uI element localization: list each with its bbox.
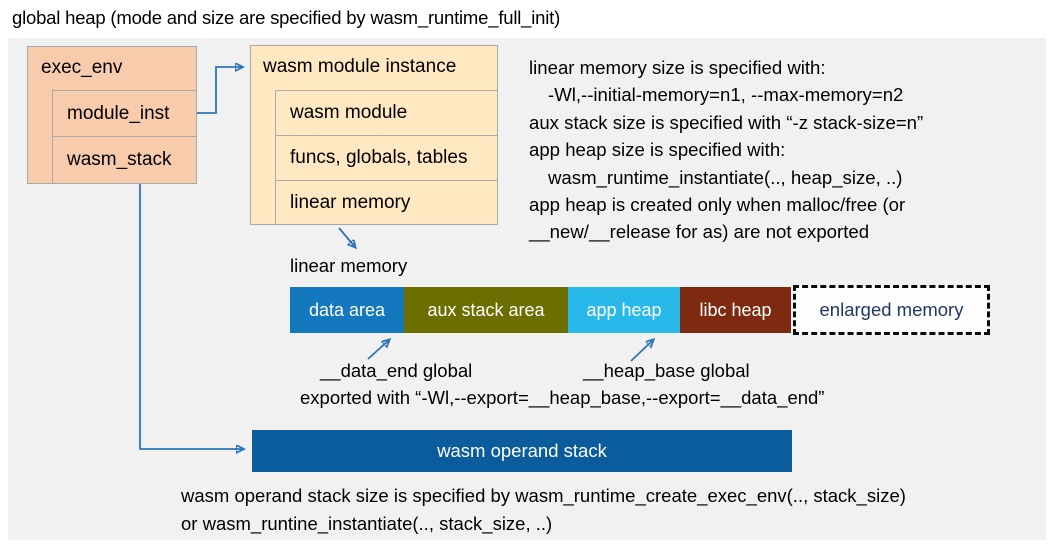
diagram-title: global heap (mode and size are specified… [12,7,561,28]
exec-env-row-module-inst: module_inst [52,90,197,137]
note-line: wasm_runtime_instantiate(.., heap_size, … [548,166,903,188]
note-line: -Wl,--initial-memory=n1, --max-memory=n2 [548,84,904,106]
footer-line: wasm operand stack size is specified by … [181,485,906,506]
segment-data-area: data area [290,287,404,333]
segment-libc-heap: libc heap [680,287,791,333]
segment-app-heap: app heap [568,287,680,333]
exec-env-header: exec_env [41,57,123,78]
funcs-globals-tables-label: funcs, globals, tables [290,147,468,168]
instance-row-funcs-globals-tables: funcs, globals, tables [275,135,498,181]
note-line: linear memory size is specified with: [529,57,826,78]
linear-memory-row-label: linear memory [290,191,411,213]
note-line: aux stack size is specified with “-z sta… [529,111,924,133]
segment-libc-heap-label: libc heap [699,299,772,320]
wasm-stack-label: wasm_stack [67,149,172,170]
module-instance-header: wasm module instance [263,56,457,77]
wasm-module-label: wasm module [290,102,408,123]
wasm-operand-stack-label: wasm operand stack [437,440,607,461]
notes-block: linear memory size is specified with: -W… [529,54,923,246]
linear-memory-label: linear memory [290,255,408,276]
note-line: app heap is created only when malloc/fre… [529,194,906,216]
module-inst-label: module_inst [67,102,170,124]
footer-block: wasm operand stack size is specified by … [181,482,906,538]
segment-enlarged-memory-label: enlarged memory [819,299,964,320]
instance-row-wasm-module: wasm module [275,90,498,136]
instance-row-linear-memory: linear memory [275,180,498,225]
note-line: __new/__release for as) are not exported [529,221,870,243]
exec-env-row-wasm-stack: wasm_stack [52,136,197,184]
segment-data-area-label: data area [308,299,386,320]
segment-aux-stack-area: aux stack area [404,287,568,333]
segment-enlarged-memory: enlarged memory [793,285,990,335]
segment-aux-stack-area-label: aux stack area [427,299,545,320]
footer-line: or wasm_runtine_instantiate(.., stack_si… [181,513,553,534]
data-end-global-label: __data_end global [320,360,473,381]
segment-app-heap-label: app heap [586,299,662,320]
heap-base-global-label: __heap_base global [583,360,750,381]
wasm-operand-stack-bar: wasm operand stack [252,430,792,472]
note-line: app heap size is specified with: [529,139,786,161]
export-line-label: exported with “-Wl,--export=__heap_base,… [300,387,825,408]
